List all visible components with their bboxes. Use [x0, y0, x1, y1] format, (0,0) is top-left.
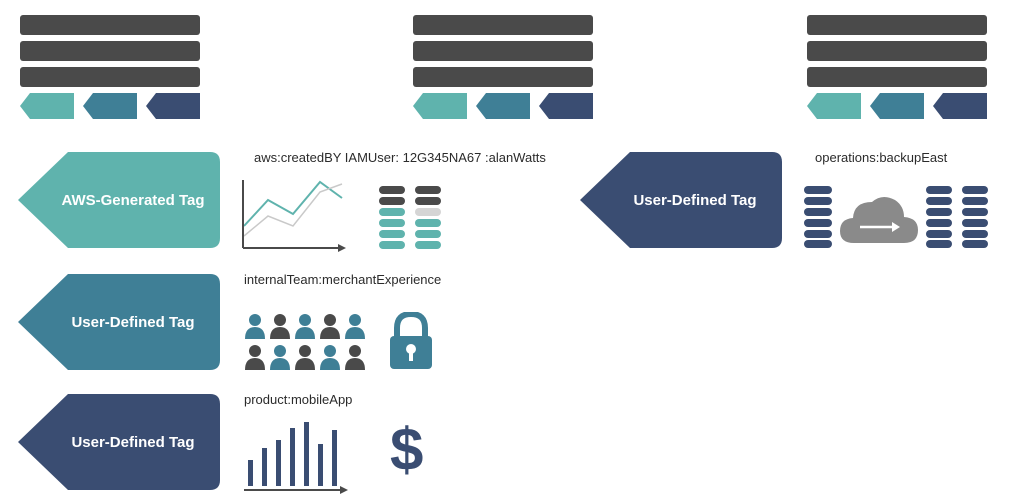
resource-bar	[413, 67, 593, 87]
resource-bar	[20, 41, 200, 61]
mini-tag-navy	[933, 93, 987, 119]
mini-tag-steel	[83, 93, 137, 119]
mini-tag-navy	[539, 93, 593, 119]
resource-bar	[807, 41, 987, 61]
resource-bar	[413, 41, 593, 61]
cloud-icon	[840, 196, 918, 243]
mini-tag-teal	[20, 93, 74, 119]
mini-tag-steel	[870, 93, 924, 119]
bar-chart-icon	[244, 422, 348, 494]
user-defined-tag-product: User-Defined Tag	[18, 394, 220, 490]
tag-shape	[18, 274, 220, 370]
tag-shape	[18, 394, 220, 490]
dollar-icon: $	[390, 416, 424, 483]
tag-key-value: product:mobileApp	[244, 392, 353, 407]
tag-shape	[18, 152, 220, 248]
resource-bar	[20, 15, 200, 35]
tag-label: User-Defined Tag	[71, 433, 195, 451]
resource-bar	[807, 15, 987, 35]
server-icon	[926, 186, 988, 248]
tag-key-value: internalTeam:merchantExperience	[244, 272, 442, 287]
tag-label: User-Defined Tag	[633, 191, 757, 209]
resource-bar	[807, 67, 987, 87]
lock-icon	[390, 312, 432, 369]
tag-shape	[580, 152, 782, 248]
mini-tag-teal	[413, 93, 467, 119]
tag-label: AWS-Generated Tag	[61, 191, 205, 209]
people-icon	[245, 314, 365, 370]
mini-tag-teal	[807, 93, 861, 119]
tag-key-value: aws:createdBY IAMUser: 12G345NA67 :alanW…	[254, 150, 546, 165]
resource-bar	[20, 67, 200, 87]
tag-key-value: operations:backupEast	[815, 150, 948, 165]
user-defined-tag-operations: User-Defined Tag	[580, 152, 782, 248]
database-icon	[379, 186, 441, 249]
aws-generated-tag: AWS-Generated Tag	[18, 152, 220, 248]
resource-bar	[413, 15, 593, 35]
user-defined-tag-internal-team: User-Defined Tag	[18, 274, 220, 370]
mini-tag-steel	[476, 93, 530, 119]
server-icon	[804, 186, 832, 248]
line-chart-icon	[242, 180, 346, 252]
mini-tag-navy	[146, 93, 200, 119]
tag-label: User-Defined Tag	[71, 313, 195, 331]
